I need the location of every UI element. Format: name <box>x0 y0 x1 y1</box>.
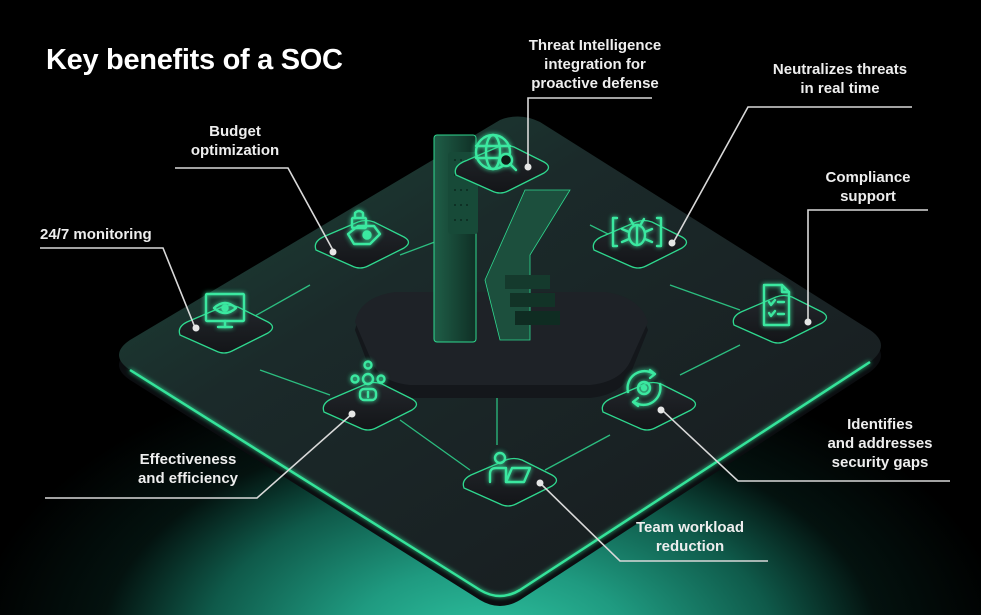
tiles <box>178 144 828 507</box>
lock-money-icon <box>346 209 382 246</box>
label-effectiveness: Effectiveness and efficiency <box>128 450 248 488</box>
label-line: Effectiveness <box>139 451 237 468</box>
label-line: reduction <box>655 538 725 555</box>
label-line: integration for <box>544 56 646 73</box>
label-line: and efficiency <box>137 470 239 487</box>
label-line: security gaps <box>831 454 929 471</box>
person-laptop-icon <box>488 451 532 484</box>
label-line: Identifies <box>847 416 913 433</box>
label-line: Threat Intelligence <box>528 37 662 54</box>
label-line: optimization <box>190 142 280 159</box>
label-line: and addresses <box>827 435 933 452</box>
monitor-eye-icon <box>204 292 246 329</box>
leader-dots <box>192 163 812 487</box>
label-budget-optimization: Budget optimization <box>180 122 290 160</box>
label-line: Budget <box>209 123 261 140</box>
label-compliance-support: Compliance support <box>808 168 928 206</box>
label-line: Compliance <box>825 169 911 186</box>
label-24-7-monitoring: 24/7 monitoring <box>40 225 152 244</box>
label-security-gaps: Identifies and addresses security gaps <box>820 415 940 472</box>
label-team-workload: Team workload reduction <box>630 518 750 556</box>
label-threat-intelligence: Threat Intelligence integration for proa… <box>520 36 670 93</box>
label-neutralizes-threats: Neutralizes threats in real time <box>760 60 920 98</box>
label-line: Team workload <box>635 519 745 536</box>
page-title: Key benefits of a SOC <box>46 44 343 76</box>
label-line: support <box>840 188 896 205</box>
checklist-document-icon <box>762 283 791 327</box>
label-line: in real time <box>800 80 880 97</box>
label-line: proactive defense <box>531 75 659 92</box>
team-network-icon <box>350 360 386 402</box>
globe-search-icon <box>474 133 518 172</box>
gear-refresh-icon <box>626 368 662 408</box>
bug-icon <box>611 216 663 248</box>
leader-lines <box>40 97 950 562</box>
label-line: 24/7 monitoring <box>40 226 152 243</box>
label-line: Neutralizes threats <box>772 61 908 78</box>
